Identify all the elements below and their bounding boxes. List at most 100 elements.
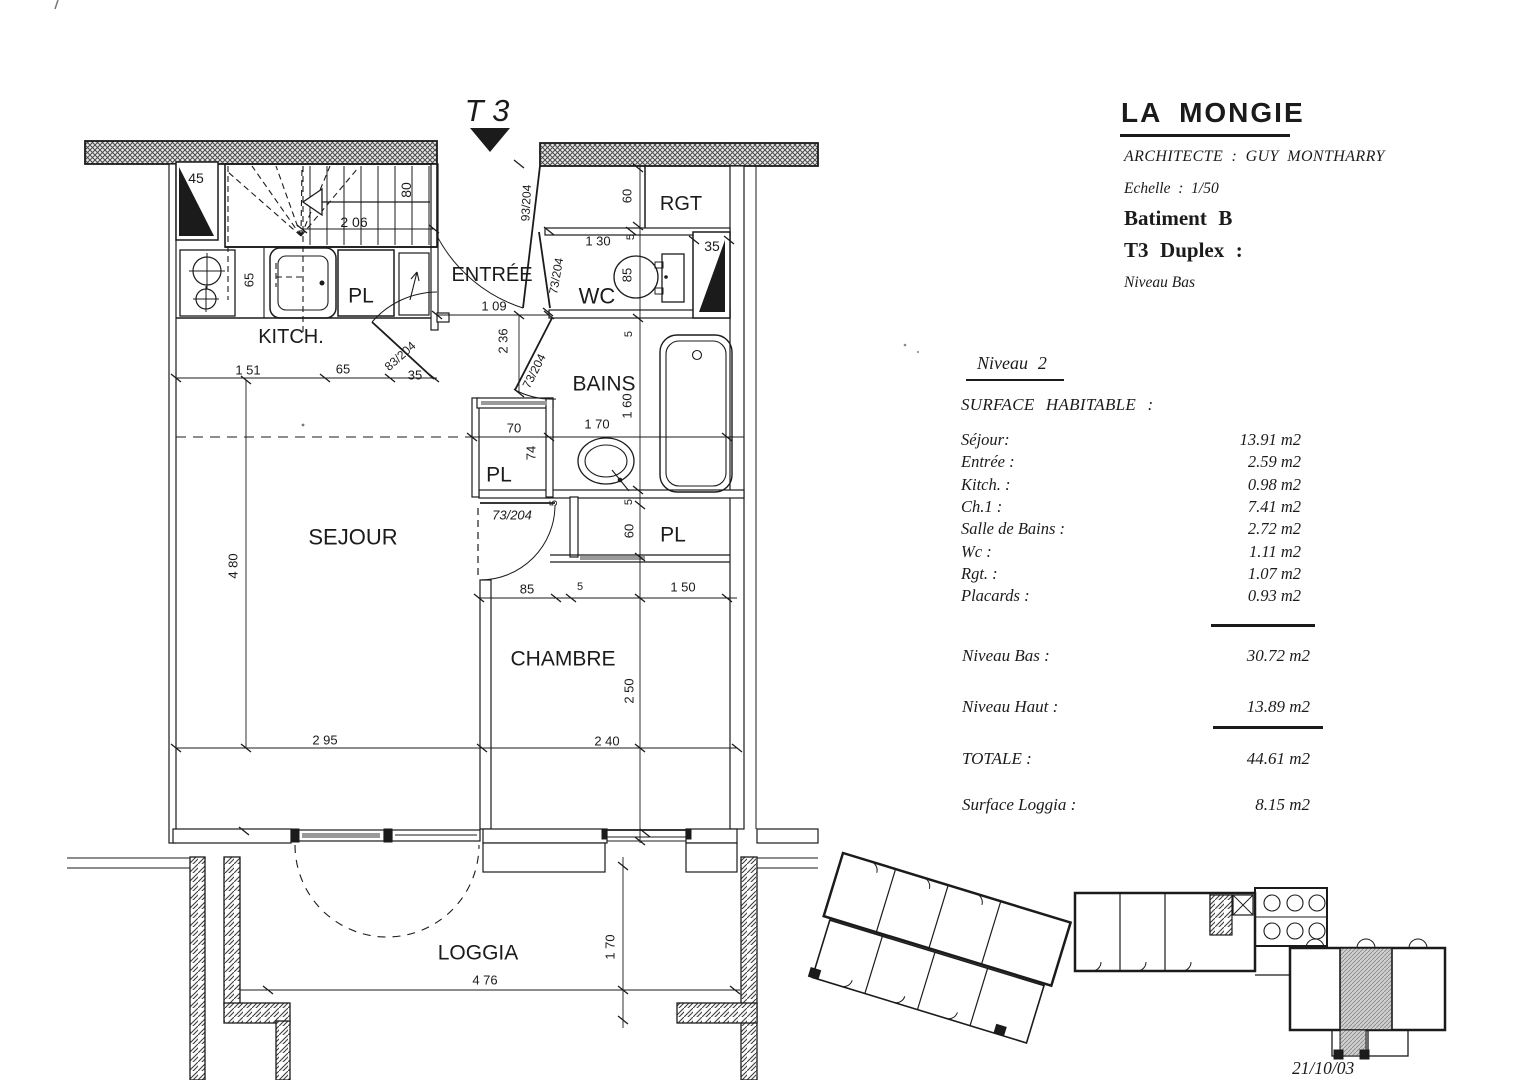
building-line: Batiment B [1124,206,1233,230]
room-label-chambre: CHAMBRE [510,647,615,670]
dim-label: 5 [577,581,583,593]
room-label-entree: ENTRÉE [451,263,532,286]
dim-label: 1 50 [670,580,695,595]
total-row-loggia: Surface Loggia : 8.15 m2 [962,795,1310,815]
row-value: 0.93 m2 [1247,586,1301,606]
door-label-73-204-wc: 73/204 [546,256,566,295]
dim-label: 2 95 [312,733,337,748]
dim-label: 5 [625,234,637,240]
dim-label: 4 80 [226,553,241,578]
level-line: Niveau Bas [1124,274,1196,291]
row-value: 13.89 m2 [1246,697,1310,716]
row-label: Surface Loggia : [962,795,1077,814]
dim-label: 1 70 [603,934,618,959]
dim-label: 85 [520,582,534,597]
room-label-kitch: KITCH. [258,326,324,348]
dim-label: 5 [548,500,560,506]
dim-label: 60 [620,189,635,203]
kitchen-closet [337,249,395,317]
dim-label: 70 [507,421,521,436]
room-label-rgt: RGT [660,193,702,215]
dimension-ticks [170,159,743,1025]
section-underline [966,379,1064,381]
room-label-bains: BAINS [572,372,635,395]
total-row-niveau-haut: Niveau Haut : 13.89 m2 [962,697,1310,717]
total-row-niveau-bas: Niveau Bas : 30.72 m2 [962,646,1310,666]
row-label: Placards : [961,586,1030,606]
water-heater [398,252,430,316]
entrance-arrow-icon [470,128,510,152]
section-title: Niveau 2 [977,353,1047,373]
row-label: Niveau Bas : [962,646,1050,665]
row-value: 2.59 m2 [1247,452,1301,472]
door-label-93-204: 93/204 [518,184,534,222]
dim-label: 4 76 [472,973,497,988]
dim-label: 1 70 [584,417,609,432]
bath-wc-fixtures [577,253,733,493]
dim-label: 1 60 [620,393,635,418]
surface-row: Rgt. : 1.07 m2 [961,564,1301,586]
surface-row: Ch.1 : 7.41 m2 [961,497,1301,519]
windows [290,828,692,938]
row-value: 2.72 m2 [1247,519,1301,539]
doors [371,165,557,581]
row-value: 1.11 m2 [1249,541,1301,561]
dimension-lines [170,159,744,1028]
row-value: 44.61 m2 [1246,749,1310,768]
dim-label: 85 [620,268,635,282]
row-label: Ch.1 : [961,497,1003,517]
architect-line: ARCHITECTE : GUY MONTHARRY [1124,148,1385,165]
surface-rows: Séjour:13.91 m2 Entrée :2.59 m2 Kitch. :… [961,430,1301,609]
top-wall-right [539,142,819,167]
title-underline [1120,134,1290,137]
date-stamp: 21/10/03 [1292,1058,1355,1078]
row-label: Rgt. : [961,564,998,584]
dim-label: 1 30 [585,234,610,249]
dim-label: 35 [408,368,422,383]
room-label-loggia: LOGGIA [438,941,519,964]
dim-label: 60 [622,524,637,538]
dim-label: 74 [524,446,539,460]
dim-label: 2 40 [594,734,619,749]
row-value: 13.91 m2 [1239,430,1301,449]
subtotal-rule [1211,624,1315,627]
loggia-dashed-arc [294,844,480,938]
dim-label: 65 [336,362,350,377]
toilet-tank [661,253,685,303]
shaft-triangle-left [179,167,214,236]
dim-label: 45 [188,170,204,186]
project-title: LA MONGIE [1121,97,1305,128]
dim-label: 2 06 [340,214,367,230]
total-rule [1213,726,1323,729]
surface-row: Entrée :2.59 m2 [961,452,1301,474]
row-label: Séjour: [961,430,1010,449]
scale-line: Echelle : 1/50 [1124,180,1219,197]
scan-marks [54,0,920,427]
room-label-wc: WC [579,284,616,309]
stair-direction-arrow-icon [301,187,323,217]
row-label: TOTALE : [962,749,1032,768]
room-label-sejour: SEJOUR [308,525,397,550]
row-value: 7.41 m2 [1247,497,1301,517]
minimap-stairs [1209,894,1233,936]
dim-label: 2 36 [496,328,511,353]
plan-type-label: T 3 [465,93,510,128]
row-label: Wc : [961,541,992,561]
washbasin [577,437,635,485]
surface-row: Wc : 1.11 m2 [961,542,1301,564]
row-value: 1.07 m2 [1247,564,1301,584]
door-label-73-204-sejour: 73/204 [492,508,532,523]
bathtub [659,334,733,493]
row-value: 30.72 m2 [1246,646,1310,665]
room-label-pl-middle: PL [486,463,512,486]
room-label-pl-chambre: PL [660,523,686,546]
room-label-pl-kitchen: PL [348,284,374,307]
dim-label: 80 [398,182,414,198]
chambre-window [601,828,692,842]
dim-label: 1 51 [235,363,260,378]
surface-heading: SURFACE HABITABLE : [961,395,1154,414]
staircase [224,163,438,332]
